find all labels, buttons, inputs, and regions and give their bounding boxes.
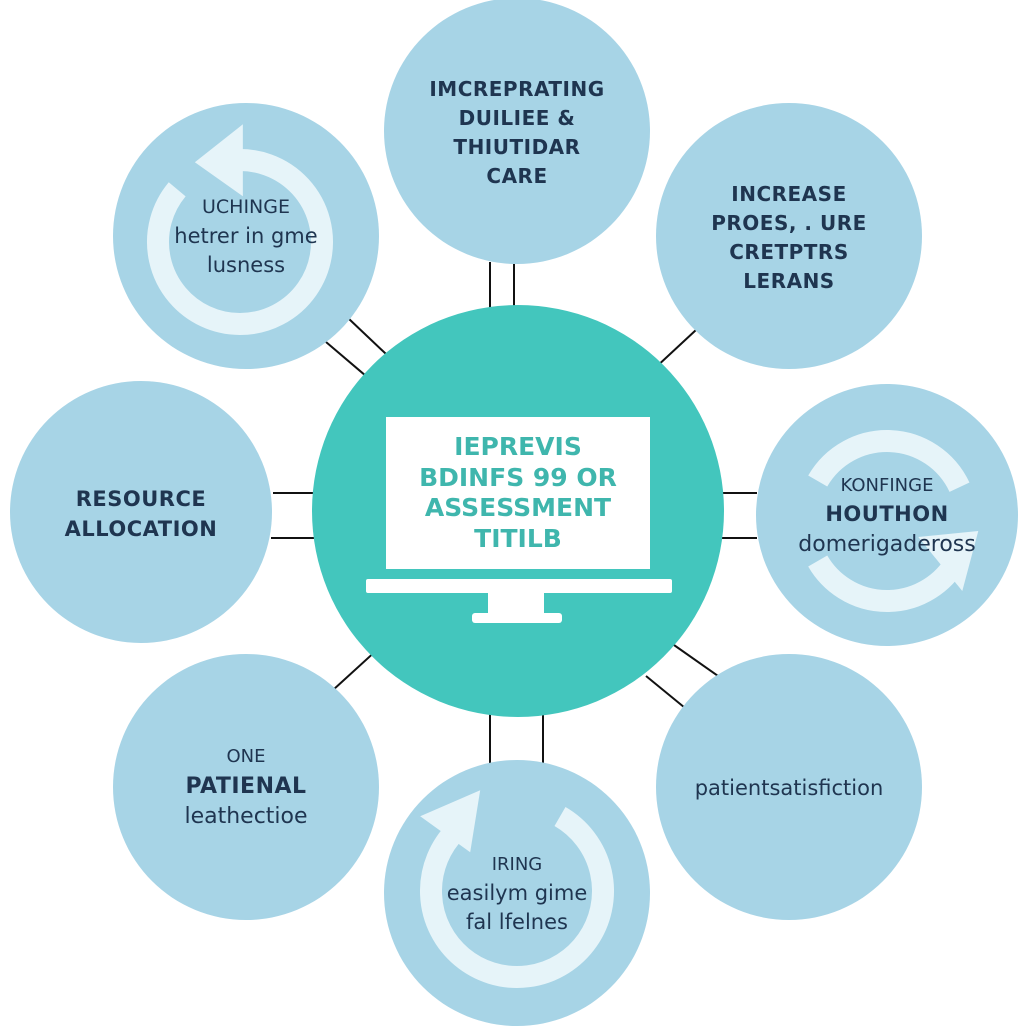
node-bottom: IRING easilym gime fal lfelnes (384, 760, 650, 1026)
connector-line (708, 492, 757, 494)
center-line-2: BDINFS 99 OR (419, 462, 617, 492)
node-top-line-4: CARE (486, 164, 548, 188)
node-top-left: UCHINGE hetrer in gme lusness (113, 103, 379, 369)
node-top-right: INCREASE PROES, . URE CRETPTRS LERANS (656, 103, 922, 369)
connector-line (710, 537, 757, 539)
node-top-right-line-4: LERANS (743, 269, 835, 293)
node-top-right-line-3: CRETPTRS (729, 240, 849, 264)
node-top-left-line-3: lusness (206, 253, 286, 278)
node-right: KONFINGE HOUTHON domerigadeross (756, 384, 1018, 646)
node-top-line-1: IMCREPRATING (429, 77, 605, 101)
connector-line (542, 708, 544, 765)
connector-line (273, 492, 330, 494)
node-top: IMCREPRATING DUILIEE & THIUTIDAR CARE (384, 0, 650, 264)
center-line-3: ASSESSMENT (424, 493, 612, 522)
node-bottom-left-line-2: PATIENAL (185, 773, 307, 799)
node-right-line-3: domerigadeross (798, 531, 976, 557)
node-top-right-line-2: PROES, . URE (711, 211, 867, 235)
center-line-1: IEPREVIS (454, 432, 582, 461)
node-bottom-right: patientsatisfiction (656, 654, 922, 920)
connector-line (325, 341, 367, 377)
node-bottom-line-2: easilym gime (446, 880, 588, 905)
node-bottom-line-3: fal lfelnes (466, 909, 568, 934)
monitor-foot (472, 613, 562, 623)
node-bottom-line-1: IRING (491, 854, 543, 875)
center-line-4: TITILB (474, 523, 562, 553)
node-bottom-left-line-1: ONE (226, 746, 266, 768)
node-top-right-line-1: INCREASE (731, 182, 847, 206)
node-top-line-2: DUILIEE & (458, 106, 576, 130)
monitor-stand (488, 593, 544, 615)
node-top-left-line-1: UCHINGE (201, 196, 290, 219)
node-left-line-1: RESOURCE (75, 486, 207, 511)
node-bottom-left: ONE PATIENAL leathectioe (113, 654, 379, 920)
monitor-base (366, 579, 672, 593)
connector-line (347, 317, 387, 355)
node-top-left-line-2: hetrer in gme (174, 224, 318, 249)
node-right-line-1: KONFINGE (840, 474, 934, 496)
connector-line (489, 707, 491, 765)
node-left: RESOURCE ALLOCATION (10, 381, 272, 643)
node-bottom-right-line-1: patientsatisfiction (694, 776, 884, 801)
node-left-line-2: ALLOCATION (64, 517, 218, 541)
node-top-line-3: THIUTIDAR (453, 135, 581, 159)
node-right-line-2: HOUTHON (825, 502, 949, 527)
node-bottom-left-line-3: leathectioe (184, 804, 308, 830)
connector-line (271, 537, 326, 539)
monitor-screen: IEPREVIS BDINFS 99 OR ASSESSMENT TITILB (386, 417, 650, 569)
